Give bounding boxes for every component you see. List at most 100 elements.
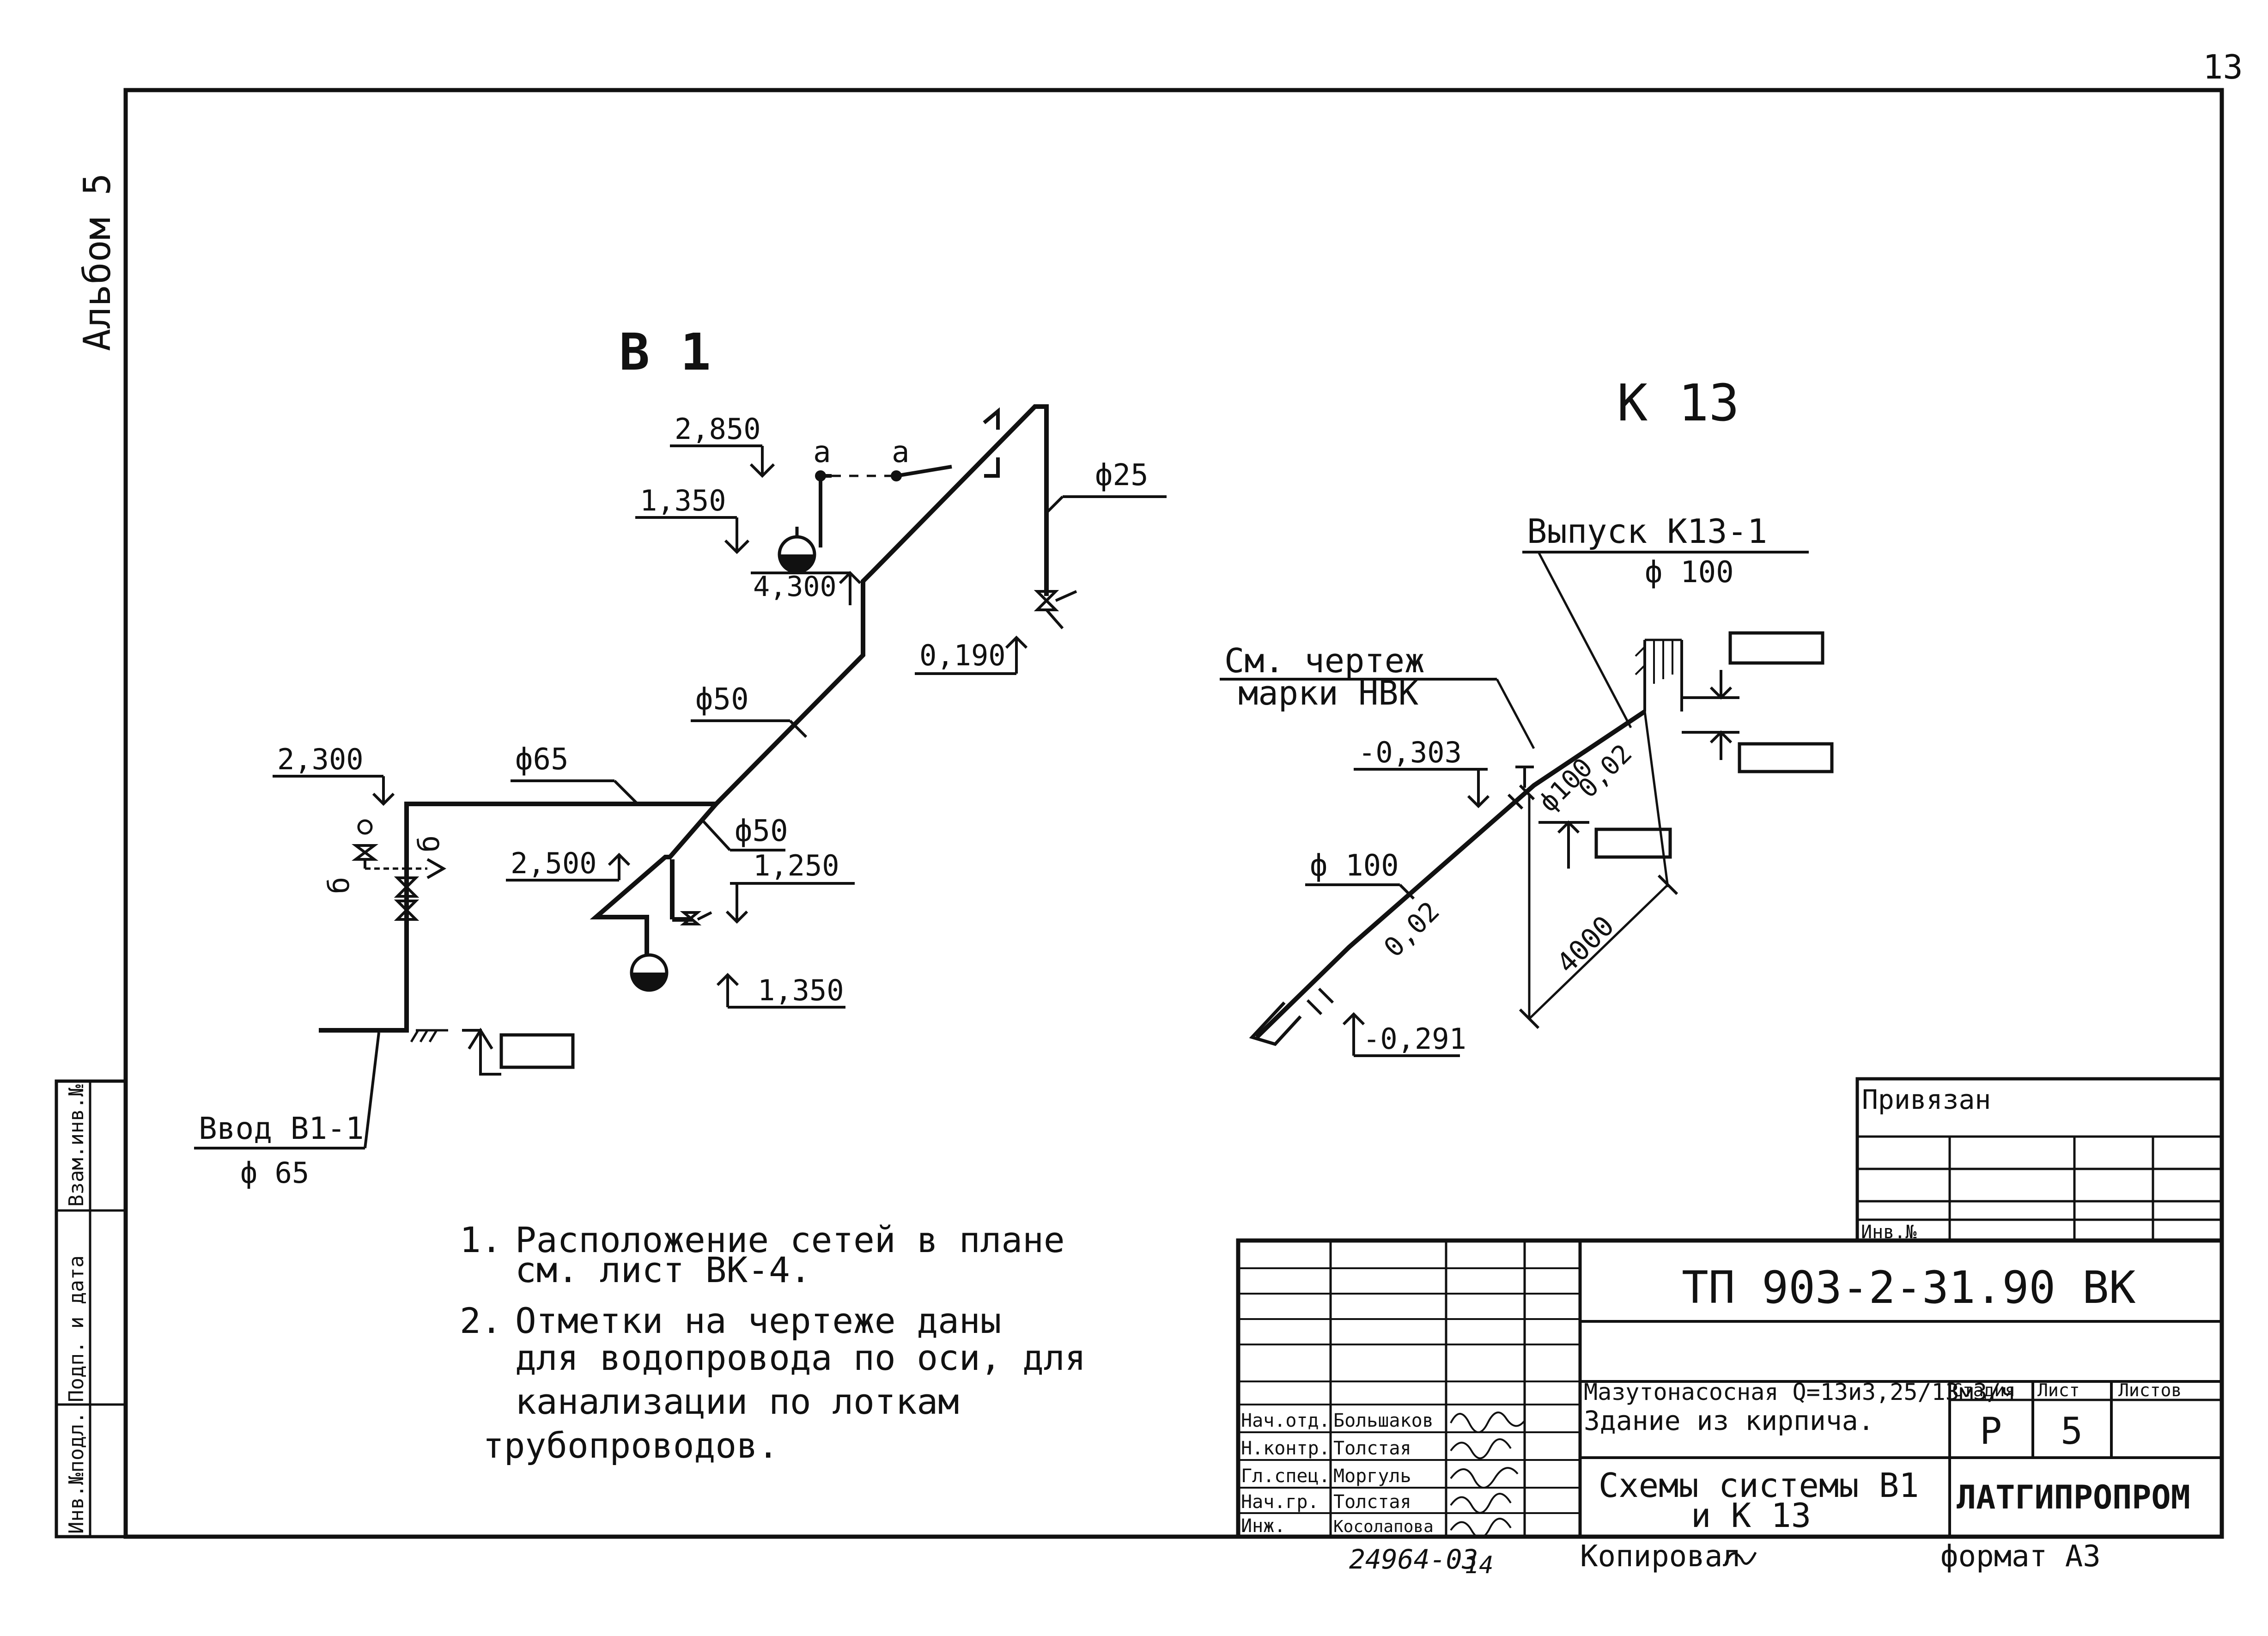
note-1-num: 1. — [460, 1219, 502, 1260]
sheet-frame — [123, 88, 2224, 1539]
tb-name-3: Моргуль — [1333, 1466, 1411, 1487]
b1-letter-a2: а — [892, 435, 910, 469]
sheet-number: 13 — [2203, 48, 2243, 86]
note-1-line-1: Расположение сетей в плане — [515, 1219, 1065, 1260]
b1-ground-hatch — [410, 1029, 448, 1043]
svg-text:ф25: ф25 — [1095, 458, 1149, 493]
tb-object-2: Здание из кирпича. — [1584, 1405, 1874, 1436]
note-1-line-2: см. лист ВК-4. — [515, 1249, 811, 1290]
svg-text:1,350: 1,350 — [640, 484, 726, 517]
binding-title: Привязан — [1862, 1084, 1991, 1115]
k13-title: К 13 — [1617, 373, 1739, 432]
svg-text:-0,291: -0,291 — [1363, 1022, 1466, 1056]
copied-signature — [1724, 1551, 1757, 1565]
k13-main-pipe — [1255, 709, 1646, 1039]
svg-text:0,190: 0,190 — [919, 639, 1006, 672]
bottom-format: формат А3 — [1940, 1539, 2101, 1574]
tb-sheet-title-2: и К 13 — [1691, 1496, 1811, 1535]
tb-sheet-header: Лист — [2037, 1380, 2080, 1400]
b1-diameter-50-upper: ф50 — [691, 682, 808, 738]
svg-text:1,250: 1,250 — [753, 849, 839, 882]
b1-level-1250: 1,250 — [725, 849, 855, 924]
k13-slope-lower: 0,02 — [1378, 895, 1446, 963]
b1-diameter-50-lower: ф50 — [701, 814, 788, 851]
svg-text:1,350: 1,350 — [758, 973, 844, 1007]
side-stamp-sign: Подп. и дата — [65, 1255, 88, 1402]
k13-outlet-label: Выпуск К13-1 ф 100 — [1522, 512, 1809, 729]
tb-name-2: Толстая — [1333, 1438, 1411, 1459]
b1-main-pipe — [319, 404, 1049, 1033]
tb-name-1: Большаков — [1333, 1410, 1434, 1431]
bottom-sheet: 14 — [1465, 1551, 1494, 1579]
tb-sheet: 5 — [2061, 1410, 2083, 1453]
side-stamp-replace: Взам.инв.№ — [65, 1084, 88, 1207]
svg-text:См. чертеж: См. чертеж — [1224, 641, 1424, 680]
b1-input-label: Ввод В1-1 ф 65 — [194, 1032, 380, 1190]
note-2-line-3: канализации по лоткам — [515, 1381, 959, 1422]
note-2-line-4: трубопроводов. — [483, 1425, 779, 1466]
tb-stage: Р — [1980, 1410, 2002, 1453]
svg-text:ф 100: ф 100 — [1310, 849, 1399, 883]
note-2-line-2: для водопровода по оси, для — [515, 1337, 1086, 1378]
b1-letter-b2: б — [412, 835, 446, 852]
b1-letter-b1: б — [322, 877, 356, 894]
notes: 1. Расположение сетей в плане см. лист В… — [460, 1219, 1086, 1466]
svg-text:ф50: ф50 — [735, 814, 788, 848]
scheme-b1: В 1 — [194, 322, 1167, 1190]
k13-level-0291: -0,291 — [1342, 1012, 1466, 1057]
b1-level-1350-top: 1,350 — [635, 484, 750, 554]
tb-code: ТП 903-2-31.90 ВК — [1682, 1262, 2136, 1314]
tb-role-3: Гл.спец. — [1241, 1466, 1330, 1487]
k13-level-0303: -0,303 — [1354, 736, 1490, 809]
tb-role-1: Нач.отд. — [1241, 1410, 1330, 1431]
b1-valve-lower — [680, 911, 712, 925]
b1-diameter-25: ф25 — [1045, 458, 1167, 514]
note-2-line-1: Отметки на чертеже даны — [515, 1300, 1001, 1341]
binding-block: Привязан Инв.№ — [1855, 1077, 2224, 1243]
svg-text:2,500: 2,500 — [511, 846, 597, 880]
svg-text:ф 65: ф 65 — [240, 1156, 309, 1190]
k13-see-note: См. чертеж марки НВК — [1220, 641, 1535, 749]
tb-object-1: Мазутонасосная Q=13и3,25/13м3/ч — [1584, 1379, 2015, 1405]
b1-tank-lower — [630, 953, 669, 992]
tb-sheets-header: Листов — [2118, 1380, 2182, 1400]
tb-role-5: Инж. — [1241, 1515, 1285, 1537]
svg-text:2,300: 2,300 — [277, 742, 364, 776]
svg-text:Ввод В1-1: Ввод В1-1 — [199, 1111, 364, 1146]
tb-organization: ЛАТГИПРОПРОМ — [1957, 1478, 2190, 1516]
b1-branch-a — [819, 474, 832, 547]
album-label: Альбом 5 — [76, 173, 119, 351]
k13-wall — [1635, 639, 1683, 712]
b1-letter-a1: а — [813, 435, 831, 469]
b1-diameter-65: ф65 — [511, 742, 639, 805]
b1-level-2500: 2,500 — [506, 846, 631, 882]
b1-title: В 1 — [619, 322, 711, 382]
tb-sheet-title-1: Схемы системы В1 — [1599, 1466, 1919, 1505]
svg-text:ф 100: ф 100 — [1645, 555, 1734, 590]
svg-text:ф65: ф65 — [515, 742, 569, 777]
bottom-copied: Копировал — [1580, 1539, 1740, 1574]
b1-tank-upper — [778, 527, 816, 574]
b1-valve-input — [352, 819, 447, 921]
svg-text:Выпуск К13-1: Выпуск К13-1 — [1527, 512, 1767, 551]
b1-level-2850: 2,850 — [670, 412, 775, 478]
bottom-doc-number: 24964-03 — [1349, 1544, 1478, 1575]
tb-name-4: Толстая — [1333, 1491, 1411, 1513]
k13-mid-marker — [1538, 820, 1672, 869]
svg-text:ф50: ф50 — [695, 682, 749, 717]
note-2-num: 2. — [460, 1300, 502, 1341]
b1-level-1350-bottom: 1,350 — [716, 973, 845, 1009]
b1-level-2300: 2,300 — [273, 742, 395, 806]
svg-text:2,850: 2,850 — [675, 412, 761, 446]
b1-level-4300: 4,300 — [751, 571, 862, 605]
b1-valve-riser — [1034, 590, 1077, 629]
scheme-k13: К 13 — [1220, 373, 1834, 1057]
svg-text:-0,303: -0,303 — [1358, 736, 1462, 769]
signatures — [1450, 1411, 1526, 1539]
tb-stage-header: Стадия — [1952, 1380, 2015, 1400]
svg-text:4,300: 4,300 — [753, 571, 837, 603]
title-block: ТП 903-2-31.90 ВК Мазутонасосная Q=13и3,… — [1236, 1238, 2224, 1539]
b1-lower-branch — [590, 802, 718, 966]
bottom-line: 24964-03 14 Копировал формат А3 — [1349, 1539, 2101, 1579]
side-stamp-inv: Инв.№подл. — [65, 1411, 88, 1534]
